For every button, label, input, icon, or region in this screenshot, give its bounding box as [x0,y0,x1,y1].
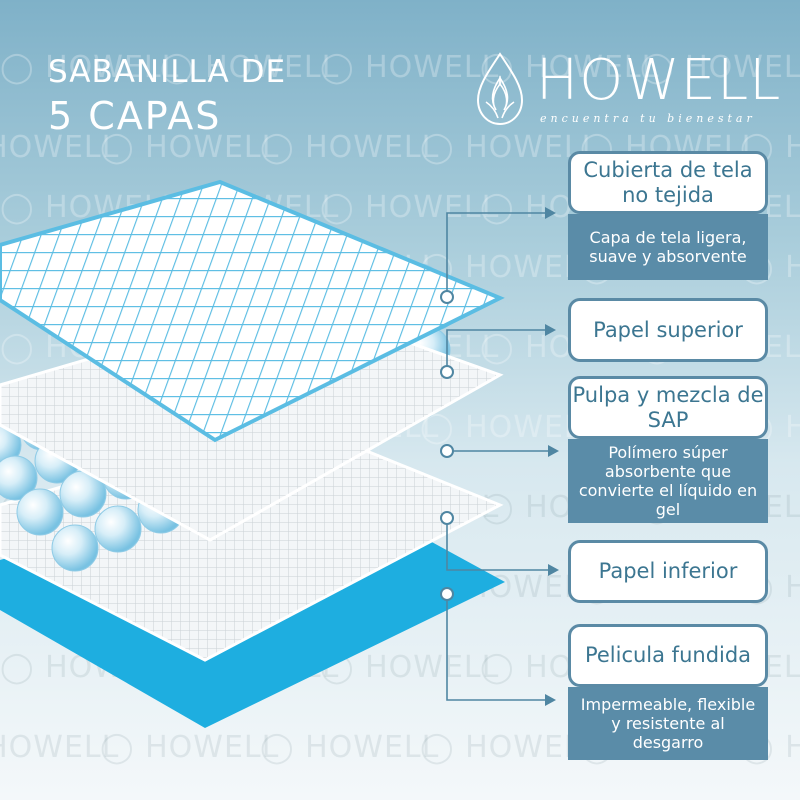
layer-description-text: Impermeable, flexible y resistente al de… [580,695,756,752]
layer-description-text: Polímero súper absorbente que convierte … [578,443,758,519]
water-drop-logo-icon [476,52,524,126]
layer-card-lower-paper: Papel inferior [568,540,768,603]
connector-lines [446,212,548,701]
arrow-icon [545,207,556,219]
sap-bead [94,505,142,553]
layer-card-title: Pelicula fundida [568,624,768,687]
layer-card-title: Papel superior [568,298,768,362]
sap-bead [51,524,99,572]
watermark-logo: ◯ HOWELL [640,50,800,85]
watermark-logo: ◯ HOWELL [320,190,500,225]
layer-card-title: Papel inferior [568,540,768,603]
sap-bead [0,455,38,501]
watermark-logo: ◯ HOWELL [160,50,340,85]
layer-card-description: Impermeable, flexible y resistente al de… [568,687,768,760]
layer-description-text: Capa de tela ligera, suave y absorvente [589,228,747,266]
watermark-logo: ◯ HOWELL [260,730,440,765]
layer-card-film: Pelicula fundida Impermeable, flexible y… [568,624,768,760]
layer-title-text: Papel superior [593,317,743,342]
arrow-icon [545,324,556,336]
brand-tagline: encuentra tu bienestar [540,112,756,125]
layer-card-description: Polímero súper absorbente que convierte … [568,439,768,523]
arrow-icon [548,445,559,457]
connector-dot-icon [440,290,454,304]
layer-card-title: Pulpa y mezcla de SAP [568,376,768,439]
layer-top-nonwoven [0,179,505,443]
watermark-logo: ◯ HOWELL [0,730,120,765]
arrow-icon [548,564,559,576]
watermark-logo: ◯ HOWELL [0,130,120,165]
connector-dot-icon [440,511,454,525]
arrow-icon [545,694,556,706]
layer-card-title: Cubierta de tela no tejida [568,151,768,214]
connector-dot-icon [440,444,454,458]
connector-dot-icon [440,587,454,601]
connector-dot-icon [440,365,454,379]
layer-card-sap: Pulpa y mezcla de SAP Polímero súper abs… [568,376,768,523]
layer-card-description: Capa de tela ligera, suave y absorvente [568,214,768,280]
layer-title-text: Pulpa y mezcla de SAP [572,382,764,432]
layer-title-text: Cubierta de tela no tejida [583,157,753,207]
watermark-logo: ◯ HOWELL [320,50,500,85]
brand-logo: HOWELL encuentra tu bienestar [470,48,780,138]
title-line-2: 5 CAPAS [48,94,222,138]
layer-card-nonwoven: Cubierta de tela no tejida Capa de tela … [568,151,768,280]
sap-bead [16,488,64,536]
layer-title-text: Pelicula fundida [584,643,752,667]
layer-title-text: Papel inferior [598,559,738,583]
connector-dots [440,290,454,601]
watermark-logo: ◯ HOWELL [100,730,280,765]
watermark-logo: ◯ HOWELL [0,50,180,85]
layer-card-upper-paper: Papel superior [568,298,768,362]
page-title: SABANILLA DE 5 CAPAS [48,52,286,140]
title-line-1: SABANILLA DE [48,54,287,90]
arrow-icons [545,207,559,706]
brand-name: HOWELL [536,48,782,113]
watermark-logo: ◯ HOWELL [260,130,440,165]
watermark-logo: ◯ HOWELL [100,130,280,165]
